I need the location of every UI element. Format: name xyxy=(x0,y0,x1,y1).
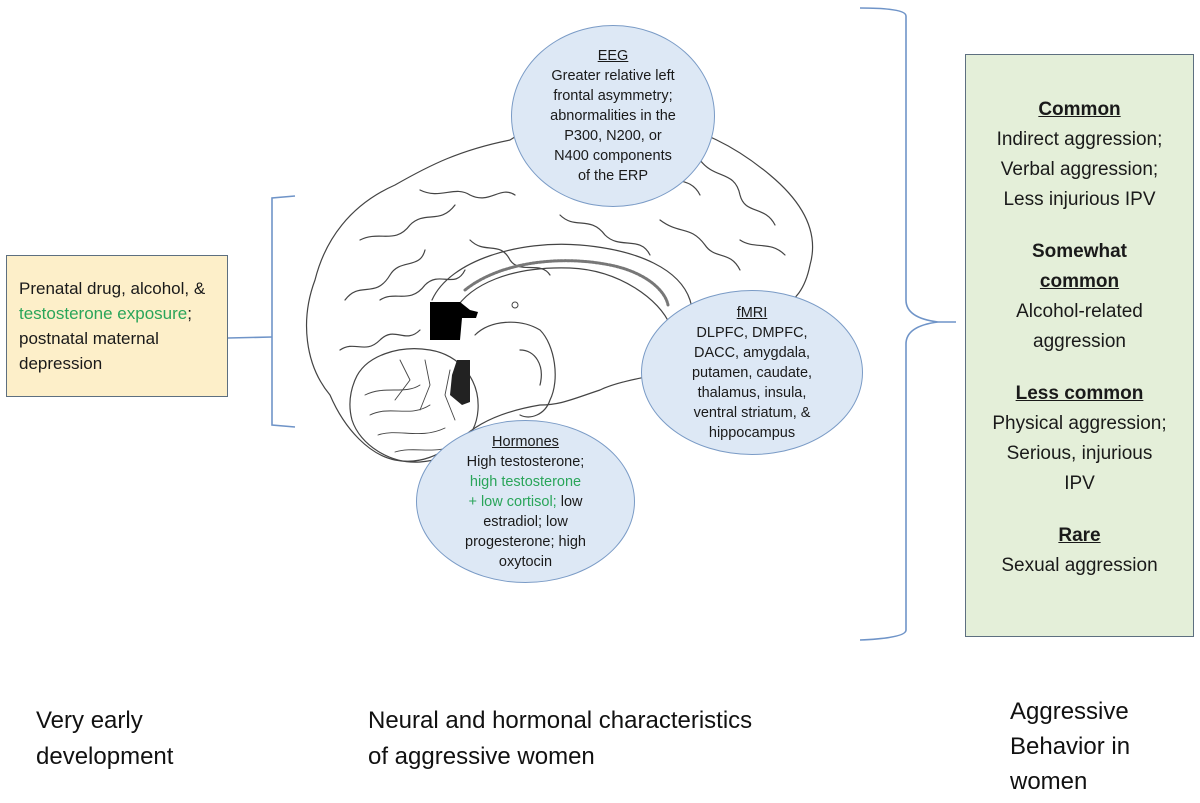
caption-line: Behavior in xyxy=(1010,733,1131,760)
behavior-item: Physical aggression; xyxy=(992,413,1167,434)
behavior-item: Sexual aggression xyxy=(1001,555,1158,576)
caption-line: of aggressive women xyxy=(368,743,595,770)
brain-outline xyxy=(306,112,814,462)
hormones-line: estradiol; low xyxy=(483,513,568,530)
highlight-region-orbitofrontal xyxy=(430,302,478,340)
caption-line: development xyxy=(36,743,174,770)
fmri-ellipse: fMRI DLPFC, DMPFC, DACC, amygdala, putam… xyxy=(641,290,863,455)
behavior-group-rare: Rare Sexual aggression xyxy=(966,521,1193,581)
hormones-line: progesterone; high xyxy=(465,533,586,550)
behavior-group-less-common: Less common Physical aggression; Serious… xyxy=(966,379,1193,499)
behavior-item: IPV xyxy=(1064,473,1095,494)
behavior-category: Somewhat xyxy=(1031,241,1128,262)
eeg-line: abnormalities in the xyxy=(550,108,676,124)
behavior-group-common: Common Indirect aggression; Verbal aggre… xyxy=(966,95,1193,215)
hormones-line: oxytocin xyxy=(498,553,553,570)
eeg-line: frontal asymmetry; xyxy=(553,88,673,104)
eeg-line: of the ERP xyxy=(577,168,649,184)
aggressive-behavior-box: Common Indirect aggression; Verbal aggre… xyxy=(965,54,1194,637)
fmri-heading: fMRI xyxy=(736,304,768,321)
behavior-item: Serious, injurious xyxy=(1006,443,1153,464)
eeg-line: N400 components xyxy=(554,148,672,164)
caption-neural-hormonal: Neural and hormonal characteristics of a… xyxy=(368,703,848,775)
caption-very-early-development: Very early development xyxy=(36,703,256,775)
hormones-line-mixed: + low cortisol; low xyxy=(468,492,582,512)
hormones-line: High testosterone; xyxy=(466,453,585,470)
behavior-item: aggression xyxy=(1033,331,1126,352)
behavior-item: Alcohol-related xyxy=(1016,301,1143,322)
caption-line: Neural and hormonal characteristics xyxy=(368,707,753,734)
early-text-part2: ; postnatal maternal depression xyxy=(19,304,192,373)
highlight-region-brainstem xyxy=(450,360,470,405)
caption-line: women xyxy=(1010,768,1088,795)
caption-line: Aggressive xyxy=(1010,698,1129,725)
behavior-category: Common xyxy=(1038,99,1121,120)
hormones-green-line: high testosterone xyxy=(469,473,582,490)
hormones-green-text: + low cortisol; xyxy=(468,493,557,510)
fmri-line: putamen, caudate, xyxy=(691,364,813,381)
brainstem xyxy=(474,321,556,418)
fmri-line: DACC, amygdala, xyxy=(693,344,811,361)
hormones-heading: Hormones xyxy=(492,433,559,450)
fmri-line: ventral striatum, & xyxy=(693,404,811,421)
behavior-category: Rare xyxy=(1058,525,1101,546)
fmri-line: DLPFC, DMPFC, xyxy=(696,324,808,341)
hormones-ellipse: Hormones High testosterone; high testost… xyxy=(416,420,635,583)
behavior-item: Less injurious IPV xyxy=(1003,189,1156,210)
early-text-green: testosterone exposure xyxy=(19,304,188,323)
behavior-item: Indirect aggression; xyxy=(996,129,1163,150)
behavior-category: common xyxy=(1039,271,1120,292)
behavior-group-somewhat-common: Somewhat common Alcohol-related aggressi… xyxy=(966,237,1193,357)
eeg-line: Greater relative left xyxy=(551,68,675,84)
eeg-heading: EEG xyxy=(597,48,629,64)
left-connector xyxy=(227,336,273,339)
early-development-box: Prenatal drug, alcohol, & testosterone e… xyxy=(6,255,228,397)
caption-line: Very early xyxy=(36,707,143,734)
fmri-line: hippocampus xyxy=(708,424,796,441)
behavior-category: Less common xyxy=(1015,383,1144,404)
behavior-item: Verbal aggression; xyxy=(1000,159,1159,180)
early-text-part1: Prenatal drug, alcohol, & xyxy=(19,279,206,298)
caption-aggressive-behavior: Aggressive Behavior in women xyxy=(1010,694,1190,799)
eeg-line: P300, N200, or xyxy=(564,128,662,144)
eeg-ellipse: EEG Greater relative left frontal asymme… xyxy=(511,25,715,207)
left-bracket xyxy=(271,195,296,428)
hormones-text: low xyxy=(556,493,583,510)
fmri-line: thalamus, insula, xyxy=(697,384,807,401)
